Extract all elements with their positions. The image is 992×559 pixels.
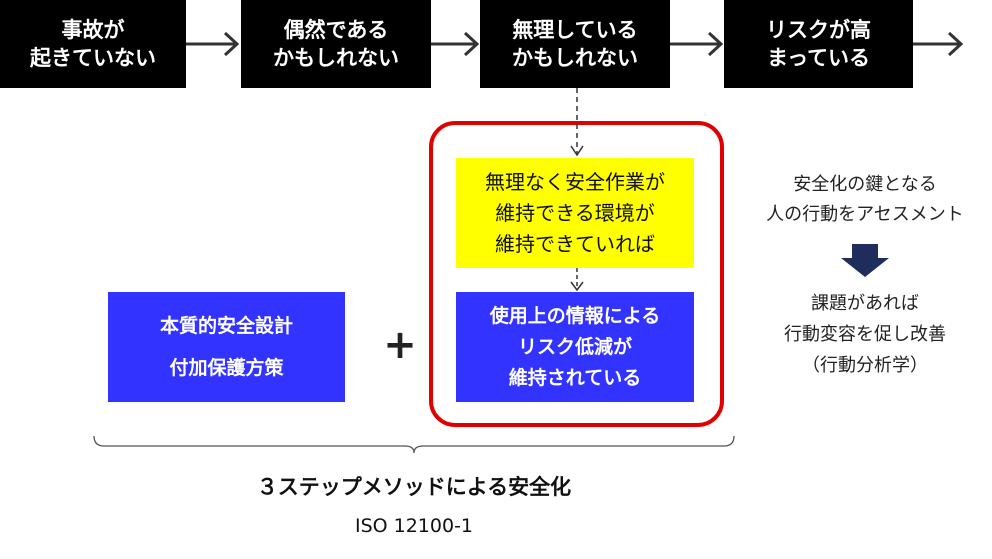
dashed-arrow-to-environment [570,88,584,157]
flow-step-line: 起きていない [30,46,156,70]
bottom-brace [93,435,735,454]
inherent-safety-box: 本質的安全設計 付加保護方策 [108,292,345,402]
highlight-frame [429,121,724,427]
flow-step-line: 偶然である [283,18,389,42]
flow-step-line: かもしれない [512,46,638,70]
safe-environment-box: 無理なく安全作業が 維持できる環境が 維持できていれば [456,158,694,268]
down-arrow-icon [841,244,889,277]
flow-step-line: 事故が [61,18,125,42]
environment-line: 維持できる環境が [495,200,655,225]
footer-title: ３ステップメソッドによる安全化 [256,475,572,499]
flow-arrow-1 [186,31,240,57]
flow-step-line: リスクが高 [766,18,871,42]
flow-step-line: 無理している [512,18,638,42]
inherent-safety-line: 本質的安全設計 [159,315,293,337]
information-for-use-box: 使用上の情報による リスク低減が 維持されている [456,292,694,402]
behavior-change-note: 課題があれば 行動変容を促し改善 （行動分析学） [745,288,985,381]
flow-arrow-2 [431,31,480,57]
flow-step-accident-free: 事故が 起きていない [0,0,186,88]
behavior-assessment-note: 安全化の鍵となる 人の行動をアセスメント [745,170,985,230]
information-line: 維持されている [508,366,642,389]
information-line: 使用上の情報による [489,304,661,327]
inherent-safety-line: 付加保護方策 [169,357,284,379]
flow-step-overexertion: 無理している かもしれない [480,0,670,88]
flow-step-risk-rising: リスクが高 まっている [724,0,913,88]
dashed-arrow-to-information [570,268,584,292]
plus-sign: + [383,322,417,368]
side-note-line: 課題があれば [811,293,919,314]
side-note-line: 行動変容を促し改善 [784,324,946,345]
flow-arrow-4 [913,31,964,57]
flow-step-line: かもしれない [273,46,399,70]
environment-line: 無理なく安全作業が [485,169,665,194]
flow-step-line: まっている [766,46,871,70]
side-note-line: （行動分析学） [802,355,928,376]
side-note-line: 安全化の鍵となる [793,174,937,195]
environment-line: 維持できていれば [495,231,655,256]
footer-standard: ISO 12100-1 [354,515,474,537]
flow-arrow-3 [670,31,724,57]
information-line: リスク低減が [517,335,632,358]
side-note-line: 人の行動をアセスメント [766,204,964,225]
flow-step-coincidence: 偶然である かもしれない [241,0,431,88]
